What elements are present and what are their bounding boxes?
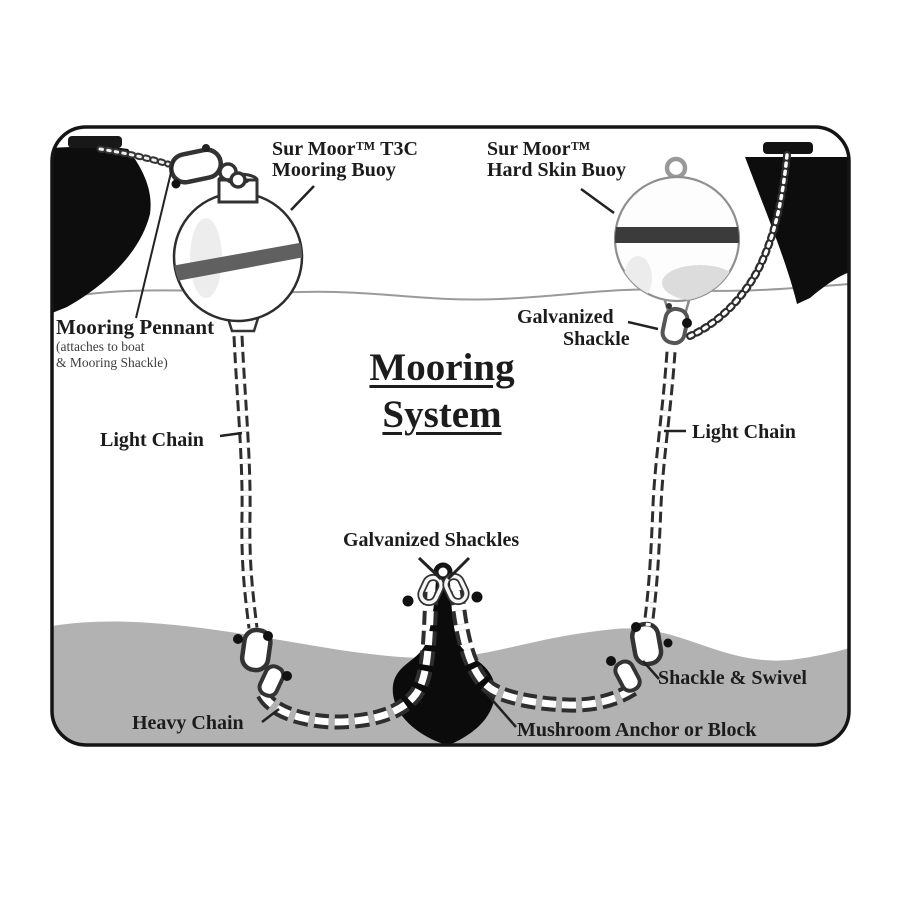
left-pennant-rope <box>96 145 172 168</box>
anchor-galvanized-shackles <box>402 572 483 607</box>
label-light-chain-left: Light Chain <box>100 429 204 451</box>
label-pennant-title: Mooring Pennant <box>56 315 215 339</box>
diagram-title: Mooring System <box>302 344 582 438</box>
hard-skin-buoy <box>613 156 741 313</box>
label-galvanized-shackle-line2: Shackle <box>563 328 630 350</box>
right-buoy-shackle <box>660 303 692 346</box>
label-hardskin-line2: Hard Skin Buoy <box>487 159 626 181</box>
mushroom-anchor <box>392 562 496 745</box>
leader-galvanized-shackle <box>627 320 659 331</box>
right-pennant-chain <box>686 151 791 340</box>
leader-mushroom-anchor <box>486 693 517 728</box>
label-heavy-chain: Heavy Chain <box>132 712 244 734</box>
leader-galvanized-shackles-right <box>446 556 471 581</box>
leader-shackle-swivel <box>642 660 660 680</box>
label-hardskin-line1: Sur Moor™ <box>487 138 591 160</box>
left-shackle-swivel <box>233 627 292 698</box>
left-boat-cleat <box>68 136 122 148</box>
label-hard-skin-buoy: Sur Moor™ Hard Skin Buoy <box>487 139 626 181</box>
right-heavy-chain <box>448 588 638 713</box>
leader-hardskin-buoy <box>580 187 615 215</box>
leader-galvanized-shackles-left <box>417 556 443 581</box>
leader-t3c-buoy <box>290 185 315 211</box>
label-pennant-sub2: & Mooring Shackle) <box>56 354 168 370</box>
title-line2: System <box>382 393 502 436</box>
label-t3c-line2: Mooring Buoy <box>272 159 396 181</box>
label-galvanized-shackle-line1: Galvanized <box>517 306 614 328</box>
frame-border <box>50 125 851 747</box>
label-mooring-pennant: Mooring Pennant (attaches to boat & Moor… <box>56 316 214 370</box>
right-light-chain <box>642 351 677 627</box>
label-light-chain-right: Light Chain <box>692 421 796 443</box>
leader-mooring-pennant <box>135 159 175 319</box>
label-shackle-swivel: Shackle & Swivel <box>658 667 807 689</box>
label-t3c-mooring-buoy: Sur Moor™ T3C Mooring Buoy <box>272 139 418 181</box>
t3c-mooring-buoy <box>172 172 304 333</box>
leader-lines <box>135 159 686 728</box>
right-boat-hull <box>745 157 849 304</box>
right-boat-cleat <box>763 142 813 154</box>
label-pennant-sub1: (attaches to boat <box>56 339 145 354</box>
left-heavy-chain <box>256 591 439 730</box>
label-t3c-line1: Sur Moor™ T3C <box>272 138 418 160</box>
label-mushroom-anchor: Mushroom Anchor or Block <box>517 719 757 741</box>
label-galvanized-shackles: Galvanized Shackles <box>343 529 520 551</box>
leader-heavy-chain <box>261 708 280 723</box>
title-line1: Mooring <box>369 346 515 389</box>
leader-light-chain-left <box>219 431 243 438</box>
left-boat-hull <box>52 146 151 313</box>
left-light-chain <box>232 335 259 629</box>
